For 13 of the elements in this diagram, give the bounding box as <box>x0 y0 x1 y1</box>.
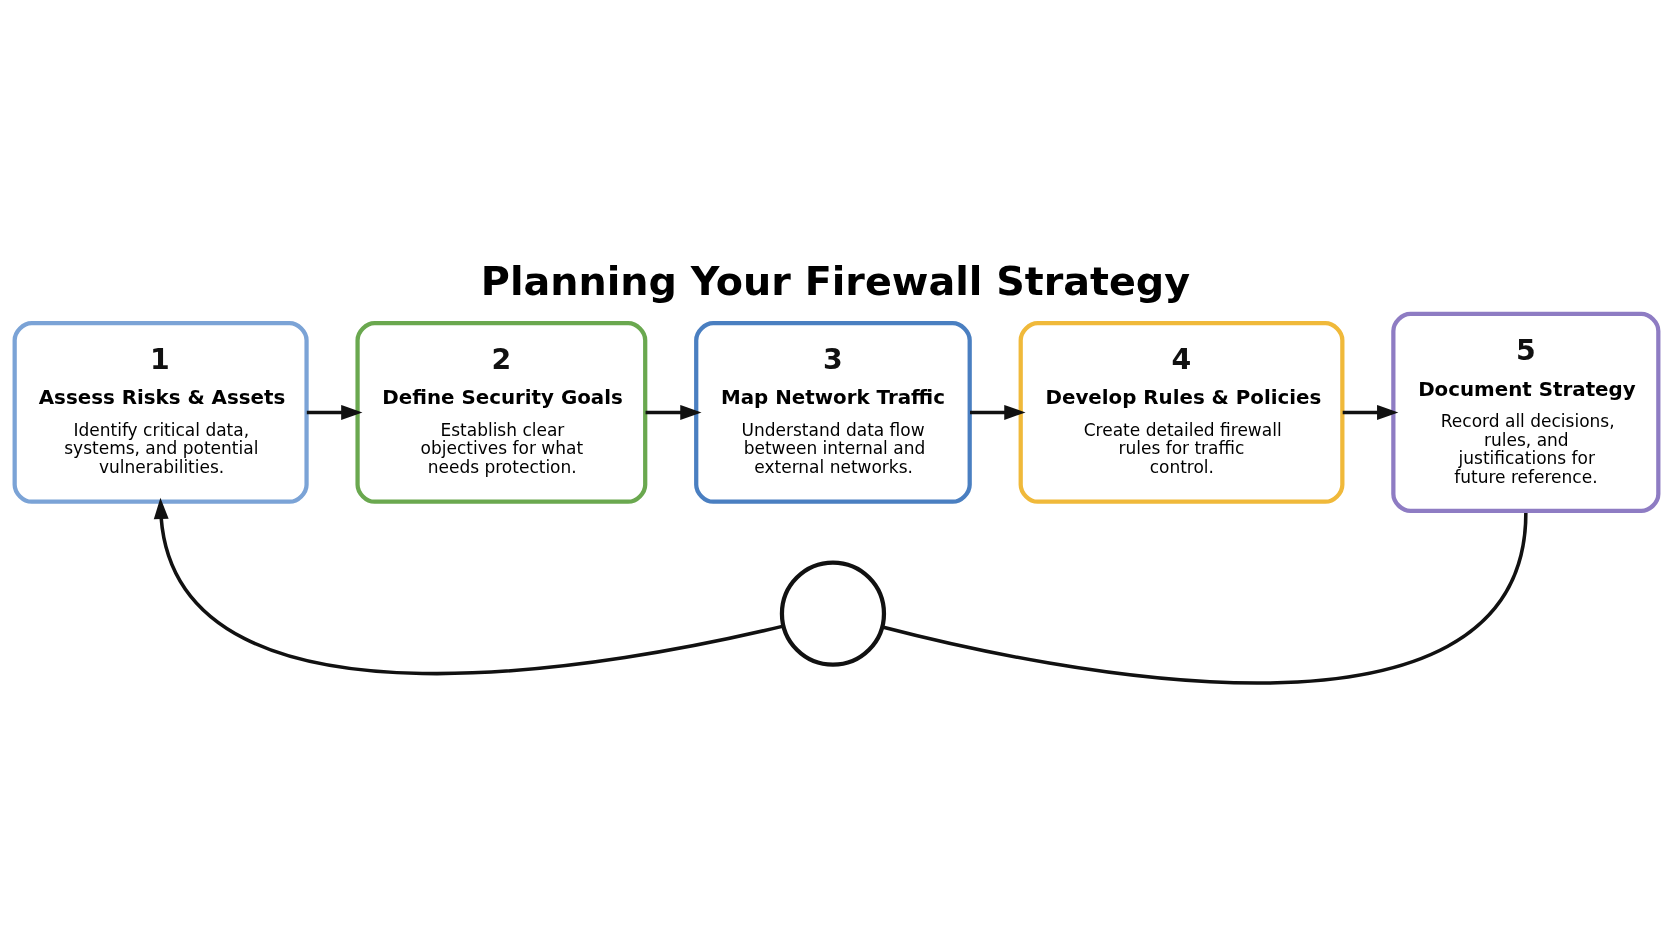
node-box: 3 Map Network Traffic Understand data flow between internal and external networks. <box>693 320 972 504</box>
arrow <box>153 497 784 675</box>
node-circle <box>779 560 886 667</box>
node-box: 5 Document Strategy Record all decisions, rules, and justifications for future reference. <box>1390 311 1660 513</box>
node-box: 2 Define Security Goals Establish clear objectives for what needs protection. <box>354 320 647 504</box>
arrow <box>1342 404 1398 420</box>
arrow <box>645 404 702 420</box>
node-box: 1 Assess Risks & Assets Identify critical data, systems, and potential vulnerabilities. <box>12 320 309 504</box>
node-box: 4 Develop Rules & Policies Create detailed firewall rules for traffic control. <box>1018 320 1344 504</box>
connector <box>881 512 1528 685</box>
arrow <box>306 404 362 420</box>
arrow <box>969 404 1026 420</box>
diagram-title: Planning Your Firewall Strategy <box>480 257 1190 304</box>
